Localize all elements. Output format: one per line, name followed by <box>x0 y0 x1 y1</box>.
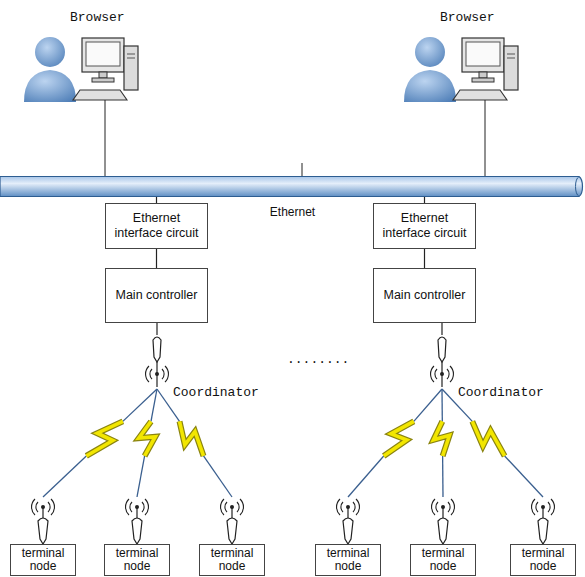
terminal-box: terminal node <box>315 544 381 576</box>
connector <box>156 249 157 268</box>
bus-tap <box>302 163 303 176</box>
browser-label: Browser <box>440 10 495 25</box>
terminal-label: terminal node <box>319 547 377 573</box>
antenna-icon <box>215 497 249 545</box>
antenna-icon <box>120 497 154 545</box>
terminal-box: terminal node <box>199 544 265 576</box>
terminal-node: terminal node <box>510 497 576 577</box>
coordinator-antenna: Coordinator <box>425 335 459 389</box>
ethernet-bus: Ethernet <box>0 176 585 197</box>
terminal-label: terminal node <box>14 547 72 573</box>
connector <box>442 389 543 497</box>
antenna-icon <box>140 335 174 389</box>
interface-box: Ethernet interface circuit <box>373 203 476 249</box>
terminal-node: terminal node <box>410 497 476 577</box>
terminal-box: terminal node <box>410 544 476 576</box>
antenna-icon <box>526 497 560 545</box>
terminal-label: terminal node <box>108 547 166 573</box>
connector <box>433 389 449 497</box>
connector <box>442 323 443 335</box>
controller-box: Main controller <box>105 268 208 323</box>
terminal-box: terminal node <box>510 544 576 576</box>
box-label: Ethernet interface circuit <box>382 211 467 241</box>
terminal-label: terminal node <box>414 547 472 573</box>
box-label: Ethernet interface circuit <box>114 211 199 241</box>
browser-label: Browser <box>70 10 125 25</box>
connector <box>43 389 157 497</box>
terminal-node: terminal node <box>104 497 170 577</box>
connector <box>137 389 157 497</box>
bus-label: Ethernet <box>0 205 585 219</box>
antenna-icon <box>426 497 460 545</box>
interface-box: Ethernet interface circuit <box>105 203 208 249</box>
bus-cylinder <box>0 176 585 198</box>
antenna-icon <box>26 497 60 545</box>
connector <box>157 323 158 335</box>
coordinator-label: Coordinator <box>172 385 260 400</box>
terminal-box: terminal node <box>104 544 170 576</box>
connector <box>157 389 232 497</box>
coordinator-label: Coordinator <box>457 385 545 400</box>
connector <box>424 249 425 268</box>
controller-box: Main controller <box>373 268 476 323</box>
terminal-box: terminal node <box>10 544 76 576</box>
terminal-node: terminal node <box>315 497 381 577</box>
terminal-node: terminal node <box>10 497 76 577</box>
antenna-icon <box>425 335 459 389</box>
ellipsis-label: ........ <box>287 352 349 367</box>
box-label: Main controller <box>116 288 198 303</box>
connector <box>348 389 442 497</box>
terminal-label: terminal node <box>203 547 261 573</box>
browser-icon <box>24 37 138 176</box>
terminal-label: terminal node <box>514 547 572 573</box>
browser-icon <box>404 37 518 176</box>
antenna-icon <box>331 497 365 545</box>
terminal-node: terminal node <box>199 497 265 577</box>
coordinator-antenna: Coordinator <box>140 335 174 389</box>
box-label: Main controller <box>384 288 466 303</box>
